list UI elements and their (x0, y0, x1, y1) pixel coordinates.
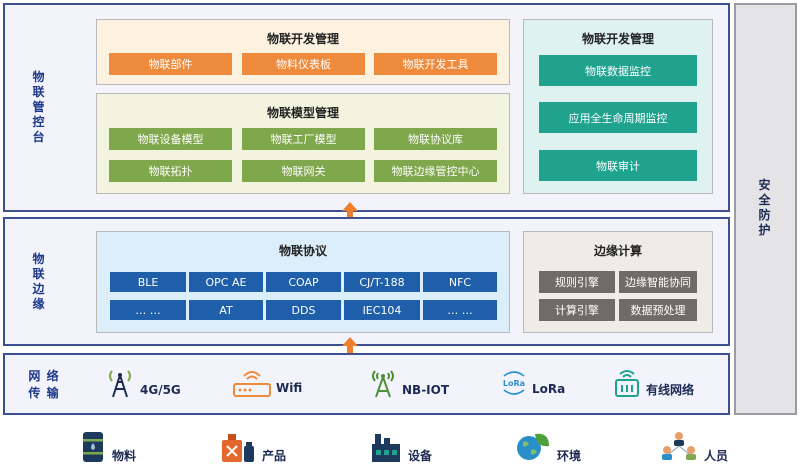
base-environment: 环境 (515, 430, 581, 464)
model-item-gateway[interactable]: 物联网关 (242, 160, 365, 182)
compute-engine[interactable]: 计算引擎 (539, 299, 615, 321)
protocol-dds[interactable]: DDS (266, 300, 341, 320)
factory-icon (372, 434, 400, 462)
protocol-panel-title: 物联协议 (278, 244, 327, 258)
edge-side-label: 物 联 边 缘 (32, 252, 46, 311)
base-material: 物料 (80, 430, 136, 464)
network-wired: 有线网络 (612, 368, 694, 398)
protocol-opc-ae[interactable]: OPC AE (189, 272, 263, 292)
network-layer (3, 353, 730, 415)
base-product: 产品 (220, 430, 286, 464)
dev-item-parts[interactable]: 物联部件 (109, 53, 232, 75)
base-product-label: 产品 (262, 449, 287, 463)
protocol-at[interactable]: AT (189, 300, 263, 320)
network-nbiot-label: NB-IOT (402, 383, 450, 397)
dev-panel-title: 物联开发管理 (266, 32, 339, 46)
protocol-iec104[interactable]: IEC104 (344, 300, 420, 320)
base-personnel-label: 人员 (704, 449, 729, 463)
platform-side-label: 物 联 管 控 台 (32, 70, 46, 144)
compute-edge-ai[interactable]: 边缘智能协同 (619, 271, 697, 293)
wired-router-icon (615, 370, 639, 397)
network-wired-label: 有线网络 (646, 382, 695, 397)
protocol-ble[interactable]: BLE (110, 272, 186, 292)
model-panel-title: 物联模型管理 (266, 106, 339, 120)
cell-tower-icon (109, 370, 131, 398)
base-material-label: 物料 (112, 449, 137, 463)
network-4g5g-label: 4G/5G (140, 383, 181, 397)
network-wifi: Wifi (232, 368, 302, 398)
monitor-item-lifecycle[interactable]: 应用全生命周期监控 (539, 102, 697, 133)
monitor-item-audit[interactable]: 物联审计 (539, 150, 697, 181)
security-column (734, 3, 797, 415)
protocol-cjt188[interactable]: CJ/T-188 (344, 272, 420, 292)
model-item-device[interactable]: 物联设备模型 (109, 128, 232, 150)
network-wifi-label: Wifi (276, 381, 303, 395)
barrel-icon (83, 432, 103, 462)
lora-icon-text: LoRa (503, 379, 525, 388)
compute-rule-engine[interactable]: 规则引擎 (539, 271, 615, 293)
base-environment-label: 环境 (557, 449, 582, 463)
leaf-globe-icon (517, 433, 549, 460)
dev-item-tools[interactable]: 物联开发工具 (374, 53, 497, 75)
network-side-label: 网 络 传 输 (28, 369, 60, 400)
network-4g5g: 4G/5G (104, 367, 181, 399)
security-label: 安 全 防 护 (758, 178, 772, 237)
network-nbiot: NB-IOT (368, 367, 449, 399)
base-personnel: 人员 (660, 430, 728, 464)
base-equipment: 设备 (370, 430, 432, 464)
dev-item-dashboard[interactable]: 物料仪表板 (242, 53, 365, 75)
monitor-item-data[interactable]: 物联数据监控 (539, 55, 697, 86)
compute-panel-title: 边缘计算 (593, 244, 642, 258)
up-arrow-icon (342, 337, 358, 357)
base-equipment-label: 设备 (408, 449, 433, 463)
protocol-more-1[interactable]: … … (110, 300, 186, 320)
network-lora: LoRa LoRa (500, 368, 565, 398)
model-item-protocol-lib[interactable]: 物联协议库 (374, 128, 497, 150)
protocol-coap[interactable]: COAP (266, 272, 341, 292)
product-icon (222, 434, 254, 462)
wifi-router-icon (233, 371, 271, 397)
lora-icon: LoRa (503, 371, 525, 395)
people-icon (662, 432, 696, 460)
dev-panel: 物联开发管理 (96, 19, 510, 85)
protocol-more-2[interactable]: … … (423, 300, 497, 320)
protocol-nfc[interactable]: NFC (423, 272, 497, 292)
model-item-edge-center[interactable]: 物联边缘管控中心 (374, 160, 497, 182)
model-item-topology[interactable]: 物联拓扑 (109, 160, 232, 182)
nbiot-antenna-icon (372, 370, 394, 398)
monitor-panel-title: 物联开发管理 (581, 32, 654, 46)
network-lora-label: LoRa (532, 382, 566, 396)
up-arrow-icon (342, 202, 358, 222)
compute-preprocess[interactable]: 数据预处理 (619, 299, 697, 321)
model-item-factory[interactable]: 物联工厂模型 (242, 128, 365, 150)
